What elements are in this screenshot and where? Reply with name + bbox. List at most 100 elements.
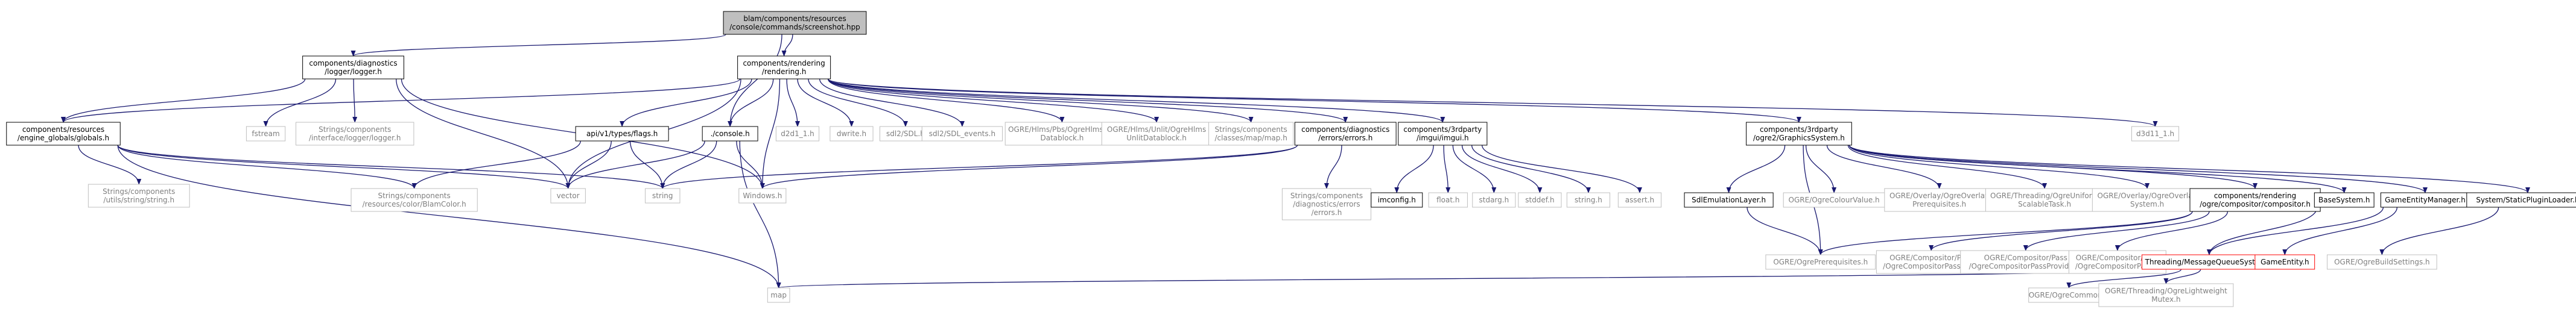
node-label-line: /resources/color/BlamColor.h bbox=[363, 200, 466, 208]
node-box bbox=[1617, 192, 1662, 208]
graph-node-stddefh[interactable]: stddef.h bbox=[1518, 192, 1562, 208]
include-edge-errors-to-strings_errors bbox=[1324, 145, 1342, 189]
graph-node-d2d1[interactable]: d2d1_1.h bbox=[775, 126, 820, 142]
graph-node-logger[interactable]: components/diagnostics/logger/logger.h bbox=[302, 55, 404, 80]
graph-node-ogrecommon[interactable]: OGRE/OgreCommon.h bbox=[2028, 287, 2110, 303]
node-box bbox=[1765, 254, 1876, 270]
graph-node-blamcolor[interactable]: Strings/components/resources/color/BlamC… bbox=[351, 188, 478, 212]
include-edge-globals-to-map bbox=[117, 145, 781, 289]
graph-node-fstream[interactable]: fstream bbox=[246, 126, 286, 142]
node-label-line: OGRE/OgreCommon.h bbox=[2029, 291, 2109, 299]
graph-node-strings_string[interactable]: Strings/components/utils/string/string.h bbox=[87, 184, 190, 208]
graph-node-strings_errors[interactable]: Strings/components/diagnostics/errors/er… bbox=[1281, 188, 1372, 220]
include-edge-rendering-to-globals bbox=[61, 78, 741, 123]
include-edge-console-to-windows bbox=[736, 140, 765, 189]
node-label-line: ./console.h bbox=[711, 130, 750, 138]
include-edge-compositor-to-passprovider bbox=[2023, 211, 2210, 251]
node-label-line: sdl2/SDL_events.h bbox=[929, 130, 995, 138]
graph-node-d3d11[interactable]: d3d11_1.h bbox=[2131, 126, 2180, 142]
include-edge-logger-to-vector bbox=[396, 78, 571, 189]
include-edge-mqsystem-to-ogrecommon bbox=[2066, 269, 2182, 289]
include-edge-staticplugin-to-buildsettings bbox=[2379, 207, 2499, 255]
node-label-line: /engine_globals/globals.h bbox=[17, 134, 109, 142]
node-label-line: /classes/map/map.h bbox=[1215, 134, 1287, 142]
include-edge-logger-to-fstream bbox=[263, 78, 337, 127]
graph-node-stringh[interactable]: string.h bbox=[1566, 192, 1611, 208]
graph-node-apitypes[interactable]: api/v1/types/flags.h bbox=[575, 126, 669, 142]
graph-node-dwrite[interactable]: dwrite.h bbox=[830, 126, 874, 142]
graph-node-floath[interactable]: float.h bbox=[1428, 192, 1468, 208]
include-edge-imgui-to-stringh bbox=[1471, 145, 1591, 193]
graph-node-strings_logger[interactable]: Strings/components/interface/logger/logg… bbox=[296, 122, 414, 146]
graph-node-staticplugin[interactable]: System/StaticPluginLoader.h bbox=[2466, 192, 2576, 208]
include-edge-imgui-to-floath bbox=[1443, 145, 1451, 193]
graph-node-sdlevents[interactable]: sdl2/SDL_events.h bbox=[921, 126, 1003, 142]
node-label-line: OGRE/Compositor/Pass bbox=[1889, 254, 1973, 262]
graph-node-asserth[interactable]: assert.h bbox=[1617, 192, 1662, 208]
node-label-line: OGRE/Compositor/Pass bbox=[1984, 254, 2067, 262]
node-label-line: fstream bbox=[252, 130, 279, 138]
graph-node-graphics[interactable]: components/3rdparty/ogre2/GraphicsSystem… bbox=[1746, 122, 1852, 146]
graph-node-mqsystem[interactable]: Threading/MessageQueueSystem.h bbox=[2142, 254, 2277, 270]
node-label-line: Strings/components bbox=[378, 192, 451, 200]
graph-node-root[interactable]: blam/components/resources/console/comman… bbox=[723, 11, 867, 35]
node-box bbox=[1566, 192, 1611, 208]
include-edge-rendering-to-d3d11 bbox=[827, 78, 2158, 127]
include-edge-gameentitymanager-to-mqsystem bbox=[2207, 207, 2384, 255]
graph-node-vector[interactable]: vector bbox=[550, 188, 586, 204]
node-label-line: /OgreCompositorPassDef.h bbox=[1883, 262, 1979, 270]
node-box bbox=[830, 126, 874, 142]
graph-node-gameentitymanager[interactable]: GameEntityManager.h bbox=[2380, 192, 2470, 208]
include-edge-graphics-to-gameentitymanager bbox=[1848, 145, 2428, 193]
graph-node-errors[interactable]: components/diagnostics/errors/errors.h bbox=[1294, 122, 1397, 146]
node-label-line: string.h bbox=[1575, 196, 1602, 204]
graph-node-windows[interactable]: Windows.h bbox=[738, 188, 787, 204]
include-edge-basesystem-to-mqsystem bbox=[2207, 207, 2318, 255]
node-label-line: imconfig.h bbox=[1378, 196, 1416, 204]
include-edge-apitypes-to-string bbox=[629, 140, 665, 189]
graph-node-basesystem[interactable]: BaseSystem.h bbox=[2314, 192, 2375, 208]
graph-node-ogreprereq[interactable]: OGRE/OgrePrerequisites.h bbox=[1765, 254, 1876, 270]
node-label-line: float.h bbox=[1436, 196, 1459, 204]
node-box bbox=[296, 122, 414, 146]
graph-node-gameentity[interactable]: GameEntity.h bbox=[2254, 254, 2315, 270]
graph-node-string[interactable]: string bbox=[645, 188, 680, 204]
include-edge-graphics-to-overlayprereq bbox=[1826, 145, 1942, 189]
node-label-line: OGRE/Overlay/OgreOverlay bbox=[2098, 192, 2197, 200]
graph-node-strings_map[interactable]: Strings/components/classes/map/map.h bbox=[1208, 122, 1294, 146]
graph-node-imgui[interactable]: components/3rdparty/imgui/imgui.h bbox=[1398, 122, 1488, 146]
node-box bbox=[246, 126, 286, 142]
graph-node-colourvalue[interactable]: OGRE/OgreColourValue.h bbox=[1783, 192, 1885, 208]
include-edge-graphics-to-colourvalue bbox=[1805, 145, 1837, 193]
node-box bbox=[302, 55, 404, 80]
node-label-line: d3d11_1.h bbox=[2136, 130, 2174, 138]
include-edge-console-to-string bbox=[660, 140, 717, 189]
include-edge-apitypes-to-vector bbox=[565, 140, 612, 189]
graph-node-compositor[interactable]: components/rendering/ogre/compositor/com… bbox=[2189, 188, 2321, 212]
graph-node-globals[interactable]: components/resources/engine_globals/glob… bbox=[6, 122, 121, 146]
node-label-line: UnlitDatablock.h bbox=[1126, 134, 1187, 142]
graph-node-imconfig[interactable]: imconfig.h bbox=[1371, 192, 1423, 208]
graph-node-buildsettings[interactable]: OGRE/OgreBuildSettings.h bbox=[2327, 254, 2437, 270]
edges-layer bbox=[61, 34, 2530, 289]
node-label-line: /errors/errors.h bbox=[1318, 134, 1372, 142]
graph-node-console[interactable]: ./console.h bbox=[702, 126, 758, 142]
include-edge-console-to-map bbox=[739, 140, 781, 289]
include-edge-console-to-vector bbox=[565, 140, 705, 189]
node-label-line: Strings/components bbox=[1215, 125, 1287, 134]
graph-node-rendering[interactable]: components/rendering/rendering.h bbox=[737, 55, 831, 80]
node-label-line: vector bbox=[557, 192, 580, 200]
graph-node-sdlemul[interactable]: SdlEmulationLayer.h bbox=[1684, 192, 1774, 208]
include-edge-rendering-to-sdlevents bbox=[819, 78, 965, 127]
graph-node-stdargh[interactable]: stdarg.h bbox=[1472, 192, 1516, 208]
node-box bbox=[738, 188, 787, 204]
graph-node-map[interactable]: map bbox=[767, 287, 790, 303]
include-edge-globals-to-strings_string bbox=[78, 145, 142, 185]
node-label-line: assert.h bbox=[1625, 196, 1654, 204]
node-label-line: OGRE/OgreBuildSettings.h bbox=[2334, 258, 2430, 266]
